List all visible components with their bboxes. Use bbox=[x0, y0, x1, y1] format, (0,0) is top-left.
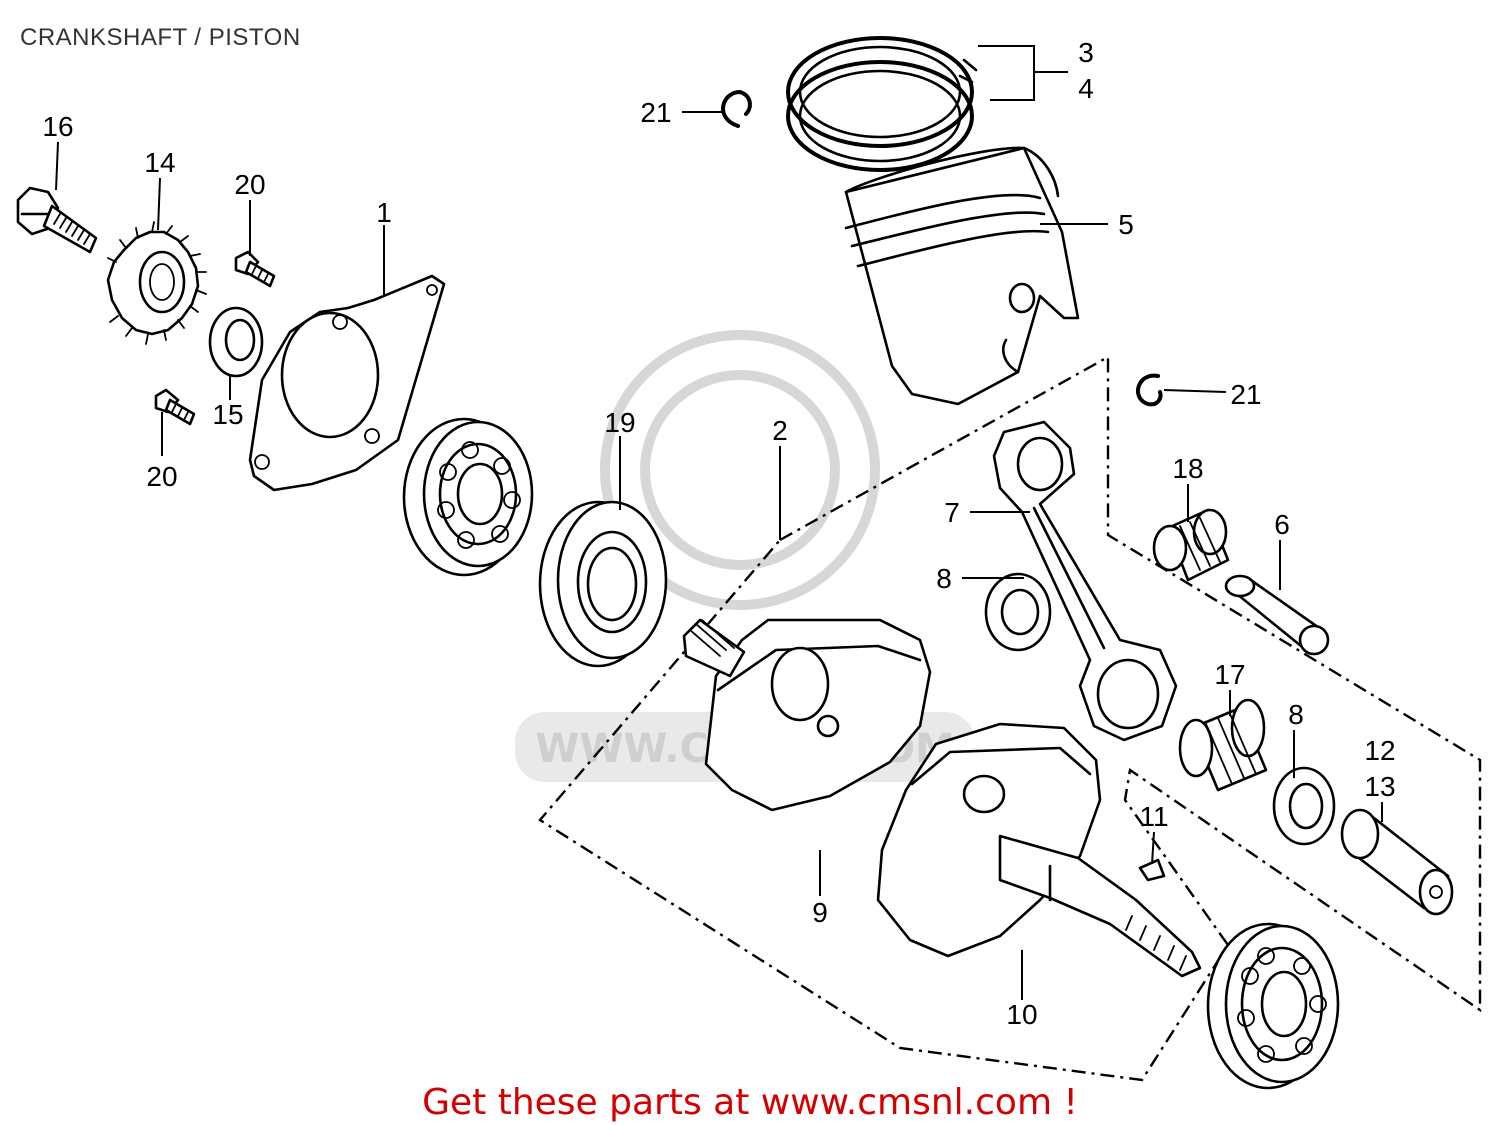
label-part-13: 13 bbox=[1364, 771, 1395, 802]
label-part-20-lower: 20 bbox=[146, 461, 177, 492]
thrust-washer-upper bbox=[984, 572, 1052, 652]
label-part-17: 17 bbox=[1214, 659, 1245, 690]
label-part-12: 12 bbox=[1364, 735, 1395, 766]
label-part-1: 1 bbox=[376, 197, 392, 228]
piston-rings bbox=[786, 36, 978, 172]
label-part-2: 2 bbox=[772, 415, 788, 446]
label-part-11: 11 bbox=[1139, 801, 1168, 832]
screw-upper bbox=[234, 250, 276, 288]
label-part-20-upper: 20 bbox=[234, 169, 265, 200]
ball-bearing-right bbox=[1206, 922, 1340, 1090]
label-part-8-upper: 8 bbox=[936, 563, 952, 594]
label-part-4: 4 bbox=[1078, 73, 1094, 104]
flange-bolt bbox=[16, 186, 98, 254]
crankshaft-assembly-boundary bbox=[538, 354, 1482, 1082]
label-part-5: 5 bbox=[1118, 209, 1134, 240]
thrust-washer-lower bbox=[1272, 766, 1336, 846]
label-part-10: 10 bbox=[1006, 999, 1037, 1030]
label-part-6: 6 bbox=[1274, 509, 1290, 540]
crankcase-cover-plate bbox=[248, 274, 446, 492]
connecting-rod bbox=[992, 420, 1178, 742]
oil-seal-small bbox=[208, 306, 264, 378]
screw-lower bbox=[154, 388, 196, 426]
label-part-3: 3 bbox=[1078, 37, 1094, 68]
piston-pin-clip-lower bbox=[1136, 373, 1163, 407]
label-part-14: 14 bbox=[144, 147, 175, 178]
label-part-16: 16 bbox=[42, 111, 73, 142]
label-part-21-lower: 21 bbox=[1230, 379, 1261, 410]
crankshaft-right-half bbox=[876, 722, 1202, 978]
footer-shop-link[interactable]: Get these parts at www.cmsnl.com ! bbox=[422, 1082, 1078, 1123]
crank-pin bbox=[1340, 808, 1454, 916]
callout-labels: 1 2 3 4 5 6 7 8 8 9 10 11 12 13 14 15 16… bbox=[42, 37, 1395, 1030]
leader-lines bbox=[55, 45, 1383, 1000]
primary-drive-gear bbox=[106, 221, 207, 345]
label-part-18: 18 bbox=[1172, 453, 1203, 484]
crankshaft-left-half bbox=[682, 618, 932, 812]
label-part-8-lower: 8 bbox=[1288, 699, 1304, 730]
diagram-title: CRANKSHAFT / PISTON bbox=[20, 24, 301, 51]
piston-pin-clip-upper bbox=[721, 90, 752, 128]
piston-pin bbox=[1224, 574, 1330, 656]
label-part-15: 15 bbox=[212, 399, 243, 430]
oil-seal-large bbox=[538, 500, 668, 668]
label-part-21-upper: 21 bbox=[640, 97, 671, 128]
label-part-19: 19 bbox=[604, 407, 635, 438]
small-end-needle-bearing bbox=[1152, 508, 1230, 582]
label-part-7: 7 bbox=[944, 497, 960, 528]
label-part-9: 9 bbox=[812, 897, 828, 928]
big-end-needle-bearing bbox=[1178, 698, 1268, 792]
ball-bearing-left bbox=[402, 417, 534, 577]
piston bbox=[844, 146, 1080, 406]
